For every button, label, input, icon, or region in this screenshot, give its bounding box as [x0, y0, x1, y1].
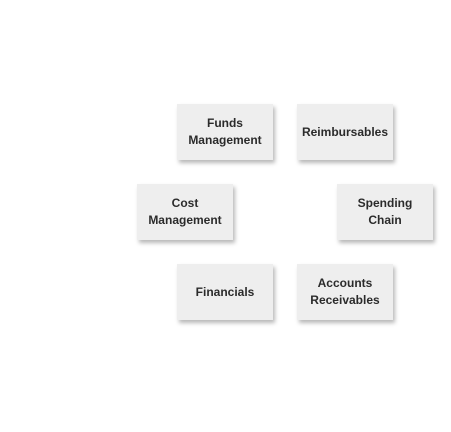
node-financials[interactable]: Financials — [177, 264, 273, 320]
node-spending-chain[interactable]: Spending Chain — [337, 184, 433, 240]
node-funds-management[interactable]: Funds Management — [177, 104, 273, 160]
node-label: Reimbursables — [301, 124, 389, 139]
node-label: Spending Chain — [357, 196, 413, 227]
node-cost-management[interactable]: Cost Management — [137, 184, 233, 240]
node-label: Cost Management — [148, 196, 222, 227]
node-label: Accounts Receivables — [310, 276, 380, 307]
node-reimbursables[interactable]: Reimbursables — [297, 104, 393, 160]
node-accounts-receivables[interactable]: Accounts Receivables — [297, 264, 393, 320]
node-label: Financials — [195, 284, 255, 299]
node-label: Funds Management — [188, 116, 262, 147]
